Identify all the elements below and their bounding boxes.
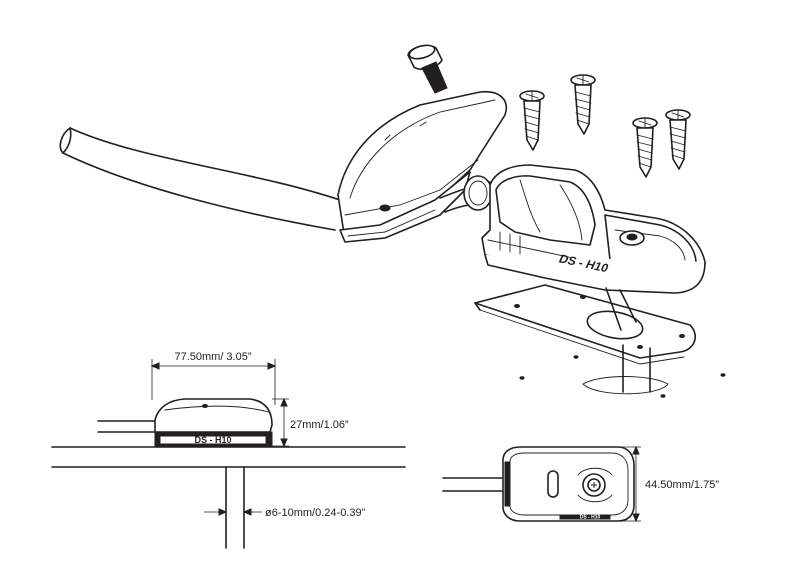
height-dimension-label: 27mm/1.06”: [290, 419, 349, 431]
length-dimension-label: 77.50mm/ 3.05”: [174, 351, 251, 363]
cable-gland-bend: [439, 175, 493, 213]
side-view: 77.50mm/ 3.05” DS - H10 27mm/1.06” ø6-10…: [51, 351, 406, 549]
screw-2: [570, 74, 596, 135]
seal-cover: [337, 90, 507, 243]
hole-marks: [519, 355, 726, 398]
model-label-side: DS - H10: [194, 435, 231, 445]
cover-vent-icon: [379, 204, 391, 212]
bolt: [407, 44, 448, 94]
cable-diameter-label: ø6-10mm/0.24-0.39”: [265, 507, 366, 519]
seal-base-body: DS - H10: [481, 164, 706, 294]
mounting-plate: [474, 284, 696, 365]
cable: [59, 127, 341, 231]
exploded-view: DS - H10: [59, 44, 726, 398]
model-label-top: DS - H10: [580, 515, 601, 521]
screw-4: [665, 109, 691, 170]
width-dimension-label: 44.50mm/1.75”: [645, 479, 719, 491]
cable-down: [582, 287, 669, 395]
screw-1: [519, 90, 545, 151]
top-view: DS - H10 44.50mm/1.75”: [442, 445, 719, 523]
screw-3: [632, 117, 658, 178]
